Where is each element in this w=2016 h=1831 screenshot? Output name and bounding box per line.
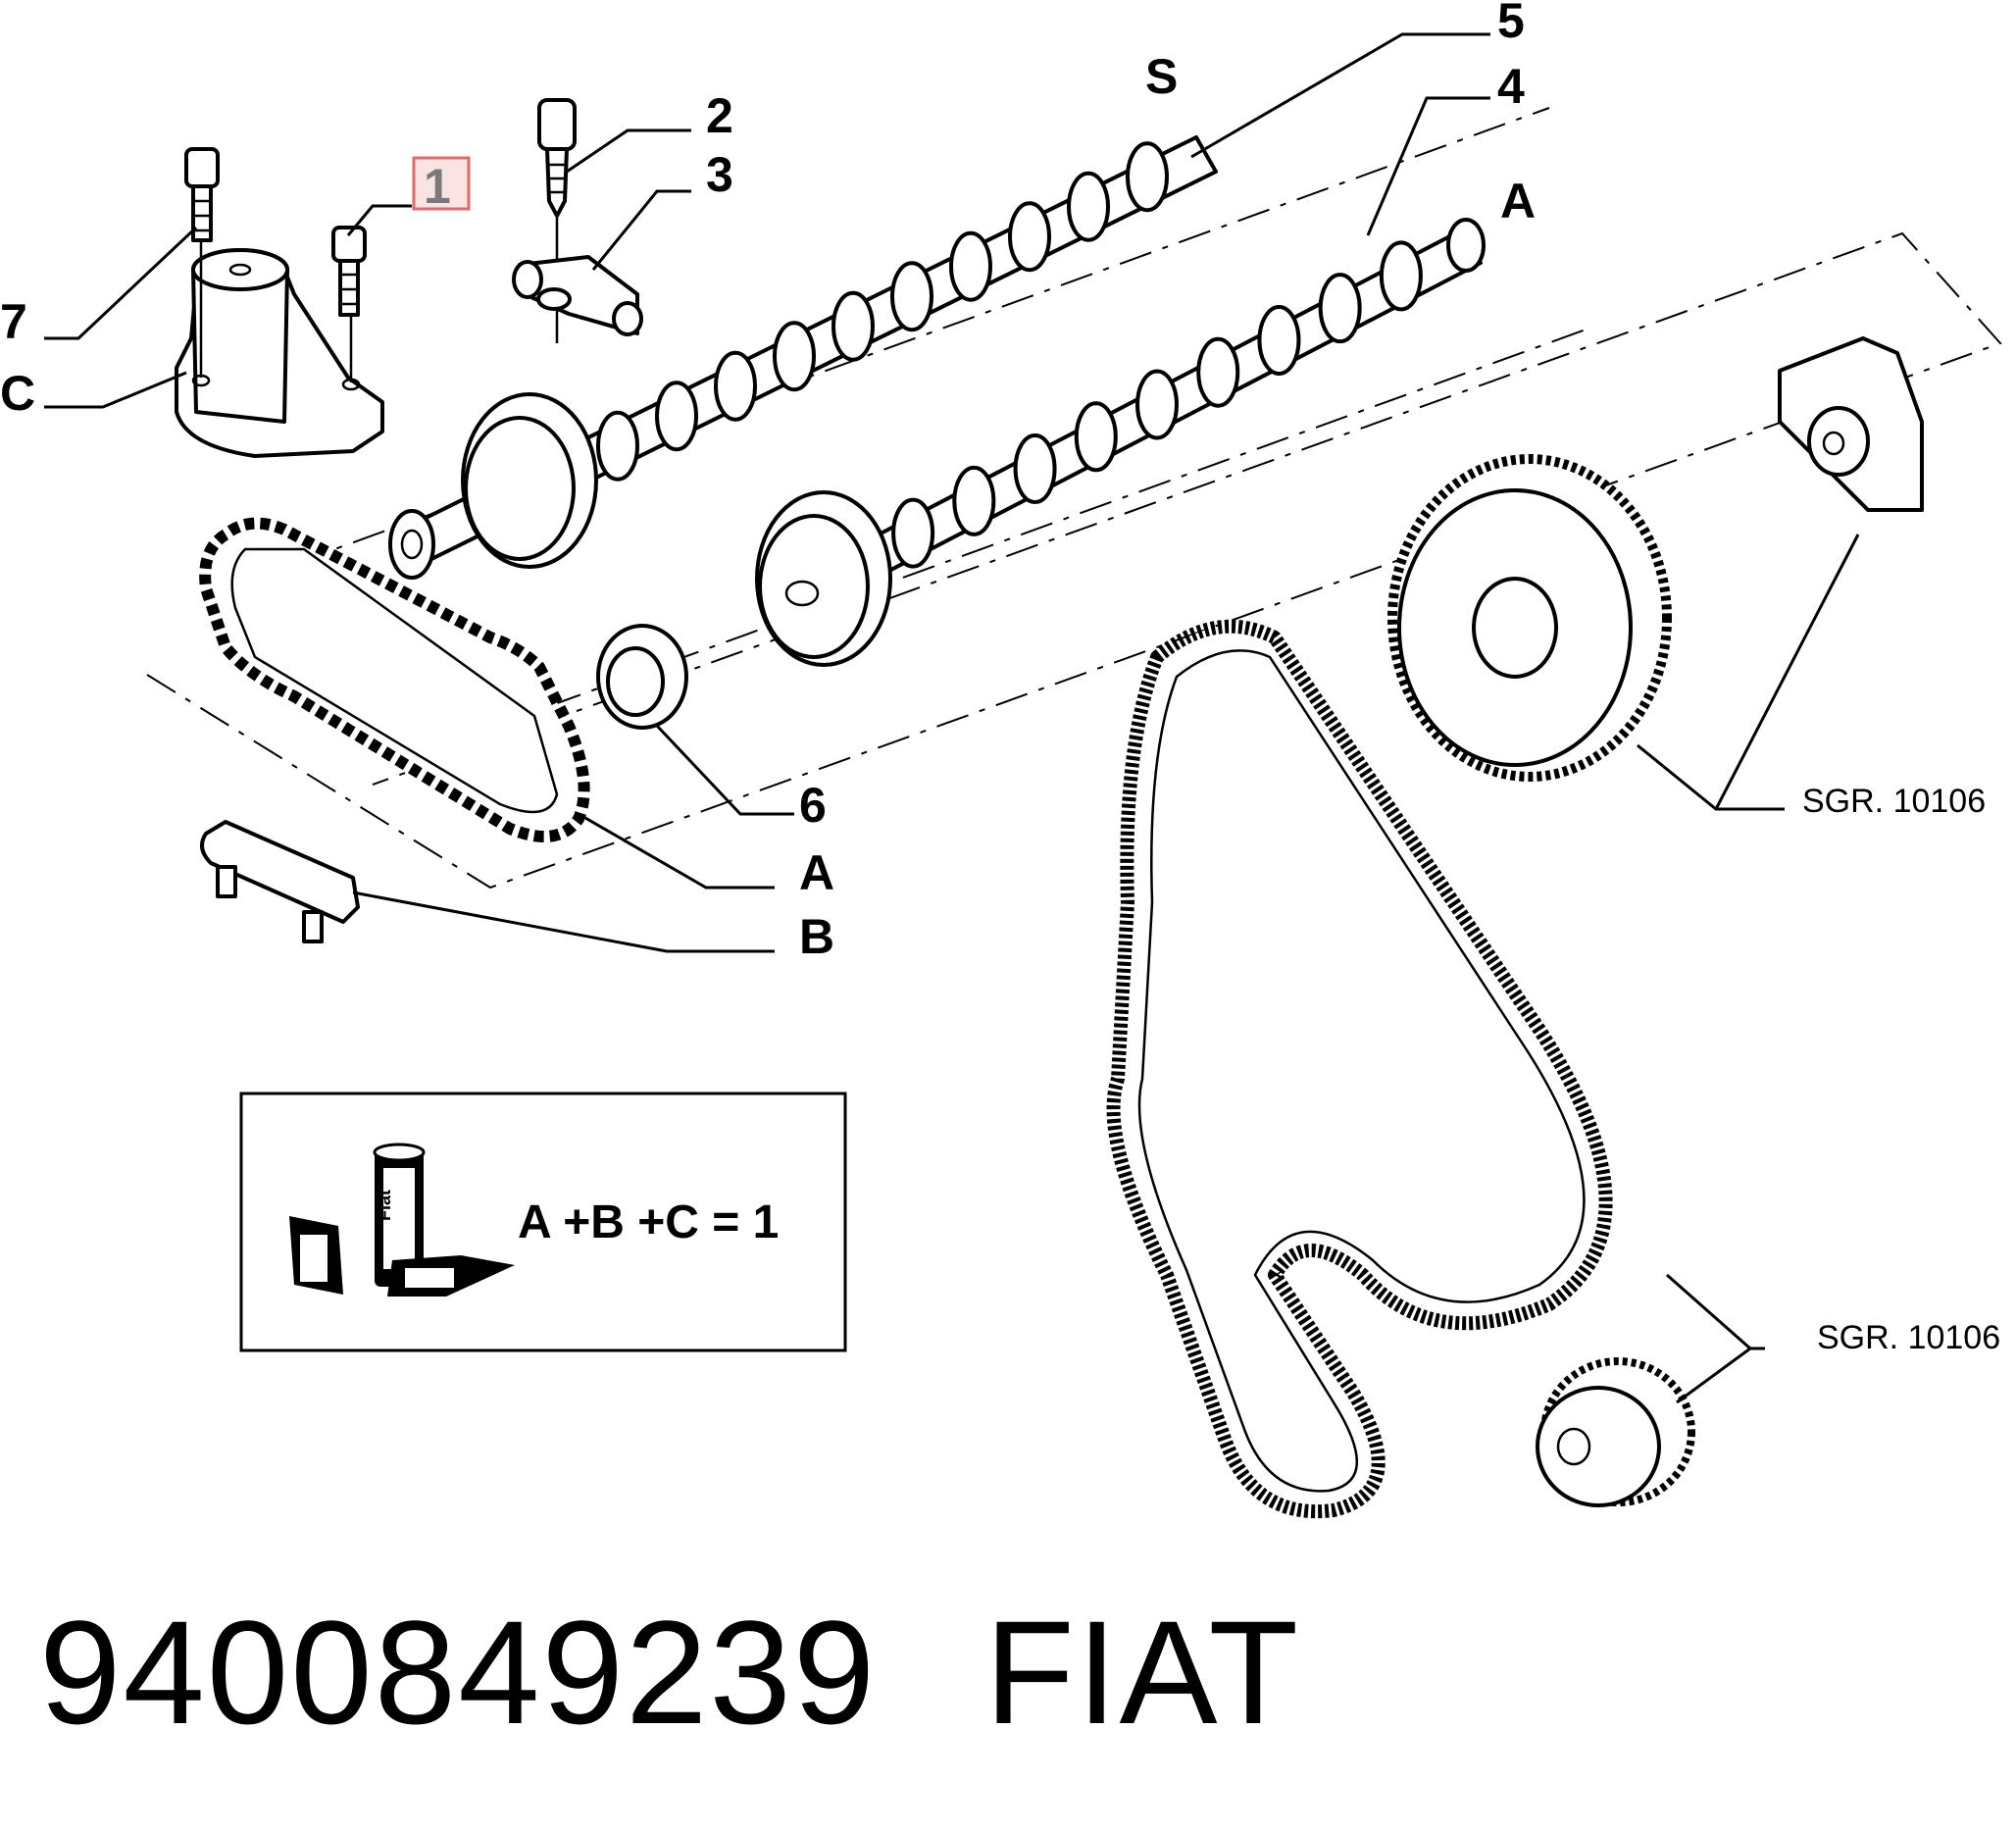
cam-lobe — [714, 350, 757, 422]
cam-lobe — [1013, 433, 1057, 505]
timing-chain — [199, 517, 590, 842]
reference-lower: SGR. 10106 — [1817, 1319, 2000, 1356]
callout-b: B — [799, 909, 834, 964]
callout-c: C — [0, 366, 35, 421]
oil-jet-fitting-3 — [512, 255, 643, 336]
cam-lobe — [655, 381, 698, 452]
bolt-7 — [184, 147, 220, 242]
cam-lobe — [1067, 171, 1110, 242]
cam-lobe — [1126, 141, 1169, 213]
chain-guide — [200, 820, 360, 943]
kit-equation: A +B +C = 1 — [518, 1196, 779, 1248]
callouts: 1 2 3 4 5 6 7 S A A B C SGR. 10106 SGR. … — [0, 0, 2000, 1356]
callout-s: S — [1145, 49, 1178, 104]
callout-a-camshaft: A — [1500, 174, 1536, 229]
oil-seal-6 — [596, 624, 688, 730]
callout-3: 3 — [706, 147, 733, 202]
kit-box: Fiat A +B +C = 1 — [239, 1092, 847, 1352]
assembly-outline — [146, 107, 2002, 890]
cam-lobe — [949, 230, 992, 302]
callout-5: 5 — [1497, 0, 1525, 48]
cam-lobe — [1379, 240, 1423, 312]
parts-pack-icon: Fiat — [289, 1143, 515, 1297]
callout-1-highlight — [412, 156, 471, 211]
cam-lobe — [952, 465, 996, 536]
crank-pulley — [1536, 1357, 1695, 1507]
callout-1: 1 — [424, 159, 451, 214]
cam-lobe — [1074, 401, 1118, 473]
leader-lines — [44, 32, 1860, 1404]
cam-lobe — [1257, 304, 1301, 376]
callout-7: 7 — [0, 294, 27, 349]
reference-upper: SGR. 10106 — [1802, 783, 1986, 820]
phase-variator-plate — [1778, 336, 1924, 512]
cam-lobe — [1318, 273, 1362, 344]
tensioner-bracket — [175, 240, 384, 458]
camshaft-exhaust — [388, 135, 1218, 580]
cam-lobe — [890, 261, 933, 332]
callout-4: 4 — [1497, 59, 1525, 114]
cam-lobe — [773, 321, 816, 392]
part-number: 9400849239 — [39, 1590, 878, 1755]
brand-name: FIAT — [984, 1590, 1301, 1755]
cam-lobe — [1008, 201, 1051, 273]
camshaft-sprocket-exhaust — [461, 392, 598, 569]
cam-lobe — [596, 410, 639, 482]
callout-a-chain: A — [799, 845, 834, 900]
cam-lobe — [891, 497, 935, 569]
timing-belt — [1106, 619, 1613, 1519]
camshaft-intake — [792, 218, 1486, 612]
callout-2: 2 — [706, 88, 733, 143]
callout-6: 6 — [799, 778, 827, 833]
bolt-1 — [331, 226, 367, 317]
exploded-parts-diagram: 1 2 3 4 5 6 7 S A A B C SGR. 10106 SGR. … — [0, 0, 2002, 1519]
cam-lobe — [1135, 369, 1179, 440]
cam-lobe — [1196, 336, 1240, 408]
cam-lobe — [832, 290, 875, 362]
camshaft-sprocket-intake — [755, 490, 892, 667]
toothed-pulley — [1387, 454, 1672, 782]
pack-label: Fiat — [375, 1190, 394, 1221]
